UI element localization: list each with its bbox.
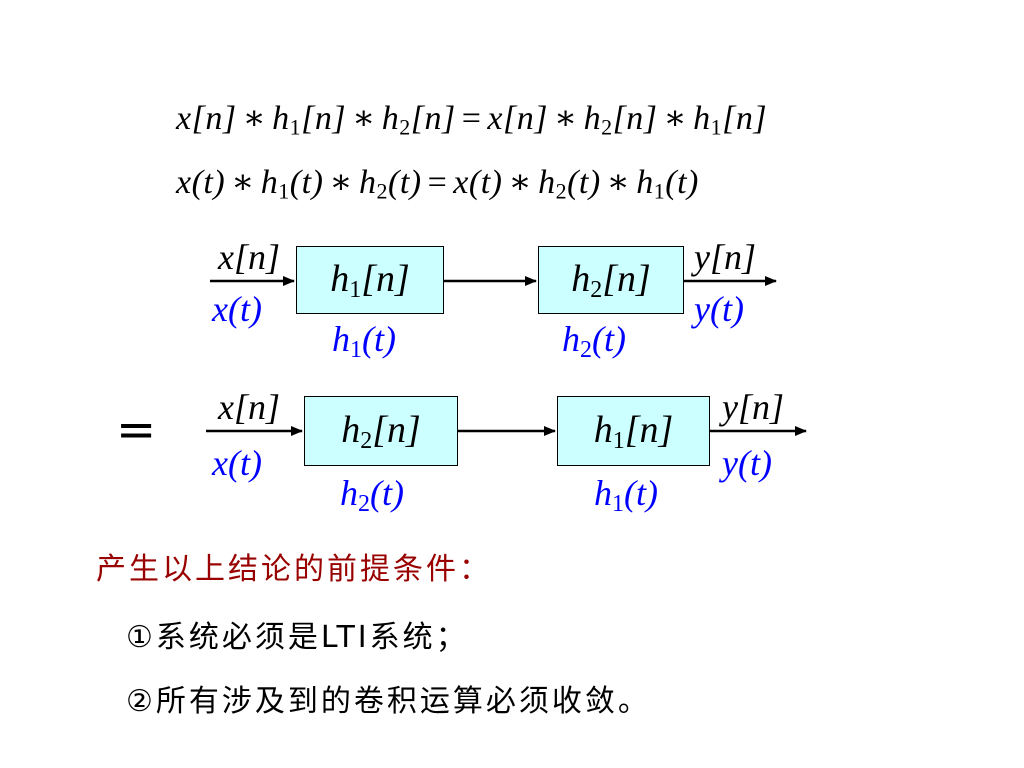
- bottom-output-continuous: y(t): [722, 443, 772, 483]
- top-block-1: h1[n]: [296, 246, 444, 314]
- bottom-block-2-label: h1[n]: [593, 408, 674, 454]
- top-block-1-label: h1[n]: [330, 257, 410, 303]
- equals-sign: =: [116, 402, 157, 458]
- top-block-1-continuous: h1(t): [332, 319, 396, 363]
- condition-item-1: ①系统必须是LTI系统；: [126, 620, 469, 655]
- conditions-heading: 产生以上结论的前提条件：: [96, 552, 492, 587]
- top-block-2: h2[n]: [538, 246, 684, 314]
- bottom-block-1-continuous: h2(t): [340, 473, 404, 517]
- top-output-discrete: y[n]: [694, 237, 756, 277]
- bottom-block-1-label: h2[n]: [341, 408, 421, 454]
- bottom-block-1: h2[n]: [304, 396, 458, 466]
- top-input-continuous: x(t): [212, 289, 262, 329]
- bottom-block-2: h1[n]: [557, 396, 710, 466]
- bottom-output-discrete: y[n]: [722, 387, 784, 427]
- top-block-2-label: h2[n]: [571, 257, 651, 303]
- bottom-input-discrete: x[n]: [218, 387, 280, 427]
- equation-continuous: x(t)∗h1(t)∗h2(t)=x(t)∗h2(t)∗h1(t): [176, 164, 699, 204]
- condition-item-2: ②所有涉及到的卷积运算必须收敛。: [126, 684, 651, 719]
- equation-discrete: x[n]∗h1[n]∗h2[n]=x[n]∗h2[n]∗h1[n]: [176, 100, 768, 140]
- top-block-2-continuous: h2(t): [562, 319, 626, 363]
- bottom-block-2-continuous: h1(t): [594, 473, 658, 517]
- top-output-continuous: y(t): [694, 289, 744, 329]
- bottom-input-continuous: x(t): [212, 443, 262, 483]
- top-input-discrete: x[n]: [218, 237, 280, 277]
